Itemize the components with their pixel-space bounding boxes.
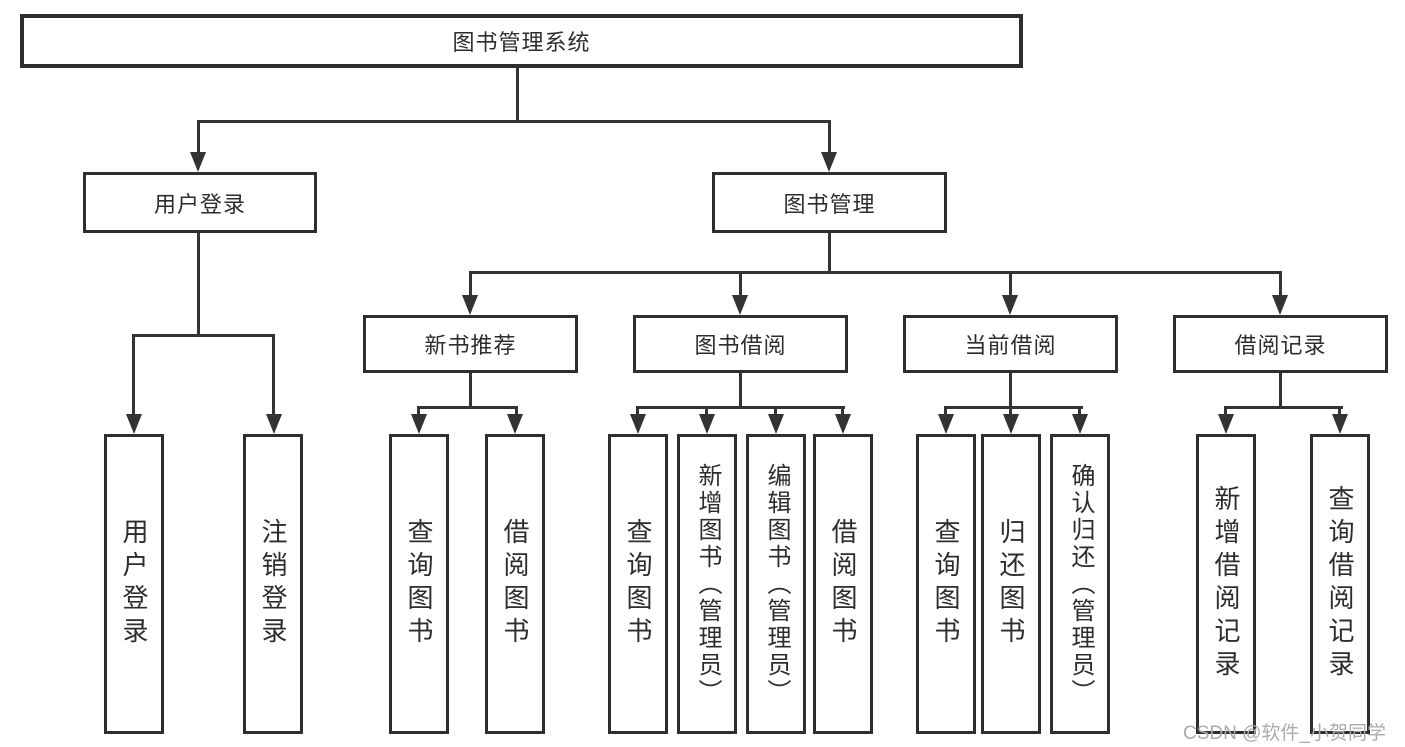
node-borrow-books-borrowing: 借阅图书: [813, 434, 873, 734]
arrow-down-icon: [821, 152, 837, 172]
connector-stem: [1009, 373, 1012, 409]
arrow-down-icon: [938, 414, 954, 434]
arrow-down-icon: [1218, 414, 1234, 434]
node-return-books: 归还图书: [981, 434, 1041, 734]
node-label: 新增借阅记录: [1211, 485, 1241, 683]
arrow-down-icon: [835, 414, 851, 434]
connector-drop: [1078, 406, 1081, 417]
node-book-management: 图书管理: [712, 172, 947, 233]
connector-drop: [1338, 406, 1341, 417]
node-label: 借阅记录: [1234, 333, 1327, 358]
connector-bookmgmt-rail: [469, 271, 1282, 274]
node-user-login-leaf: 用户登录: [104, 434, 164, 734]
connector-drop: [469, 271, 472, 298]
arrow-down-icon: [699, 414, 715, 434]
connector-bookmgmt-stem: [828, 233, 831, 274]
node-label: 图书管理: [783, 191, 876, 217]
node-label: 图书借阅: [694, 333, 787, 358]
arrow-down-icon: [411, 414, 427, 434]
node-library-management-system: 图书管理系统: [20, 14, 1023, 68]
connector-drop: [132, 334, 135, 416]
connector-stem: [739, 373, 742, 409]
node-edit-books-admin: 编辑图书（管理员）: [746, 434, 806, 734]
connector-drop: [828, 120, 831, 156]
node-label: 新增图书（管理员）: [694, 462, 721, 706]
node-label: 用户登录: [119, 518, 149, 650]
connector-rail: [944, 406, 1083, 409]
connector-drop: [944, 406, 947, 417]
node-new-book-recommendation: 新书推荐: [363, 315, 578, 373]
node-query-borrow-record: 查询借阅记录: [1310, 434, 1370, 734]
node-label: 新书推荐: [424, 333, 517, 358]
arrow-down-icon: [507, 414, 523, 434]
connector-userlogin-rail: [132, 334, 275, 337]
node-add-books-admin: 新增图书（管理员）: [677, 434, 737, 734]
connector-rail: [1224, 406, 1343, 409]
connector-root-stem: [516, 68, 519, 123]
node-borrow-books-recommend: 借阅图书: [485, 434, 545, 734]
node-label: 图书管理系统: [452, 30, 591, 55]
connector-stem: [1279, 373, 1282, 409]
arrow-down-icon: [1272, 295, 1288, 315]
connector-drop: [636, 406, 639, 417]
connector-rail: [636, 406, 845, 409]
node-confirm-return-admin: 确认归还（管理员）: [1050, 434, 1110, 734]
arrow-down-icon: [126, 414, 142, 434]
connector-drop: [272, 334, 275, 416]
arrow-down-icon: [630, 414, 646, 434]
node-label: 确认归还（管理员）: [1067, 462, 1094, 706]
arrow-down-icon: [462, 295, 478, 315]
connector-rail: [417, 406, 518, 409]
connector-drop: [774, 406, 777, 417]
node-logout: 注销登录: [243, 434, 303, 734]
node-label: 编辑图书（管理员）: [763, 462, 790, 706]
node-label: 查询借阅记录: [1325, 485, 1355, 683]
node-label: 归还图书: [996, 518, 1026, 650]
node-user-login: 用户登录: [83, 172, 317, 233]
node-label: 查询图书: [623, 518, 653, 650]
node-label: 当前借阅: [964, 333, 1057, 358]
arrow-down-icon: [1332, 414, 1348, 434]
node-label: 借阅图书: [500, 518, 530, 650]
connector-drop: [1224, 406, 1227, 417]
node-label: 借阅图书: [828, 518, 858, 650]
arrow-down-icon: [190, 152, 206, 172]
csdn-watermark: CSDN @软件_小贺同学: [1183, 723, 1386, 744]
connector-drop: [1009, 406, 1012, 417]
connector-drop: [515, 406, 518, 417]
connector-root-rail: [197, 120, 831, 123]
arrow-down-icon: [1003, 414, 1019, 434]
arrow-down-icon: [1002, 295, 1018, 315]
connector-userlogin-stem: [197, 233, 200, 337]
node-query-books-borrowing: 查询图书: [608, 434, 668, 734]
node-borrowing-records: 借阅记录: [1173, 315, 1388, 373]
node-query-books-recommend: 查询图书: [389, 434, 449, 734]
connector-drop: [1009, 271, 1012, 298]
arrow-down-icon: [266, 414, 282, 434]
connector-drop: [841, 406, 844, 417]
connector-stem: [469, 373, 472, 409]
node-label: 注销登录: [258, 518, 288, 650]
node-current-borrowing: 当前借阅: [903, 315, 1118, 373]
connector-drop: [197, 120, 200, 156]
arrow-down-icon: [732, 295, 748, 315]
node-label: 查询图书: [931, 518, 961, 650]
node-label: 用户登录: [153, 191, 246, 217]
connector-drop: [739, 271, 742, 298]
node-book-borrowing: 图书借阅: [633, 315, 848, 373]
connector-drop: [1279, 271, 1282, 298]
connector-drop: [417, 406, 420, 417]
node-label: 查询图书: [404, 518, 434, 650]
arrow-down-icon: [768, 414, 784, 434]
arrow-down-icon: [1072, 414, 1088, 434]
connector-drop: [705, 406, 708, 417]
node-add-borrow-record: 新增借阅记录: [1196, 434, 1256, 734]
node-query-books-current: 查询图书: [916, 434, 976, 734]
